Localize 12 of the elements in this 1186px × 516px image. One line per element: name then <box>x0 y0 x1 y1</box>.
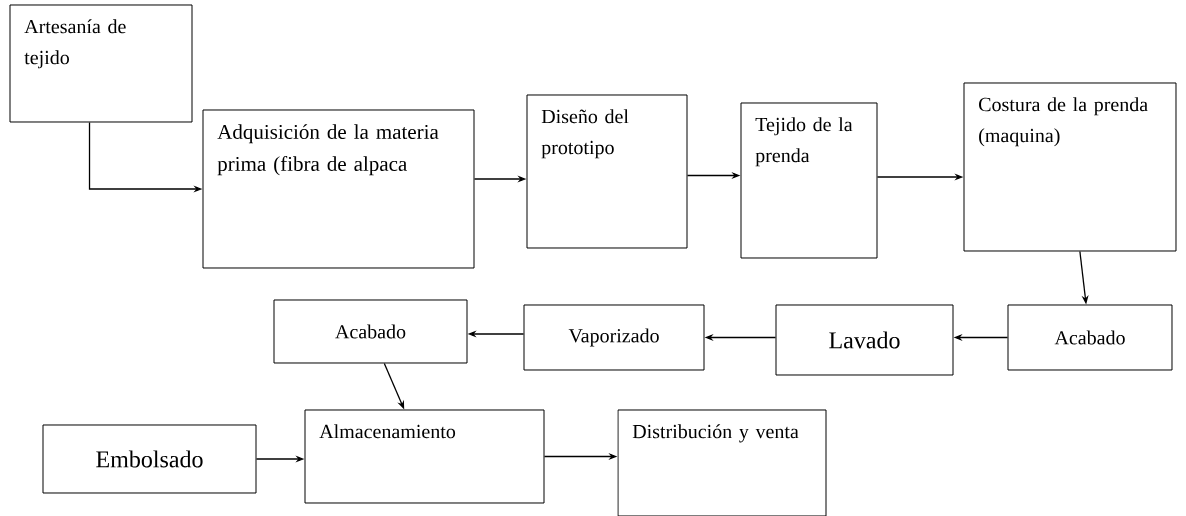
process-box: Costura de la prenda (maquina) <box>963 82 1177 252</box>
process-box: Distribución y venta <box>617 409 827 516</box>
process-box: Vaporizado <box>523 304 705 371</box>
process-box: Lavado <box>775 304 954 376</box>
process-box: Diseño del prototipo <box>526 94 688 249</box>
process-box: Tejido de la prenda <box>740 102 878 259</box>
process-box: Acabado <box>273 299 468 364</box>
process-box: Embolsado <box>42 424 257 494</box>
process-box: Almacenamiento <box>304 409 545 504</box>
process-box: Acabado <box>1007 304 1173 371</box>
process-box: Adquisición de la materia prima (fibra de alpaca <box>202 109 475 269</box>
process-box: Artesanía de tejido <box>9 4 193 123</box>
